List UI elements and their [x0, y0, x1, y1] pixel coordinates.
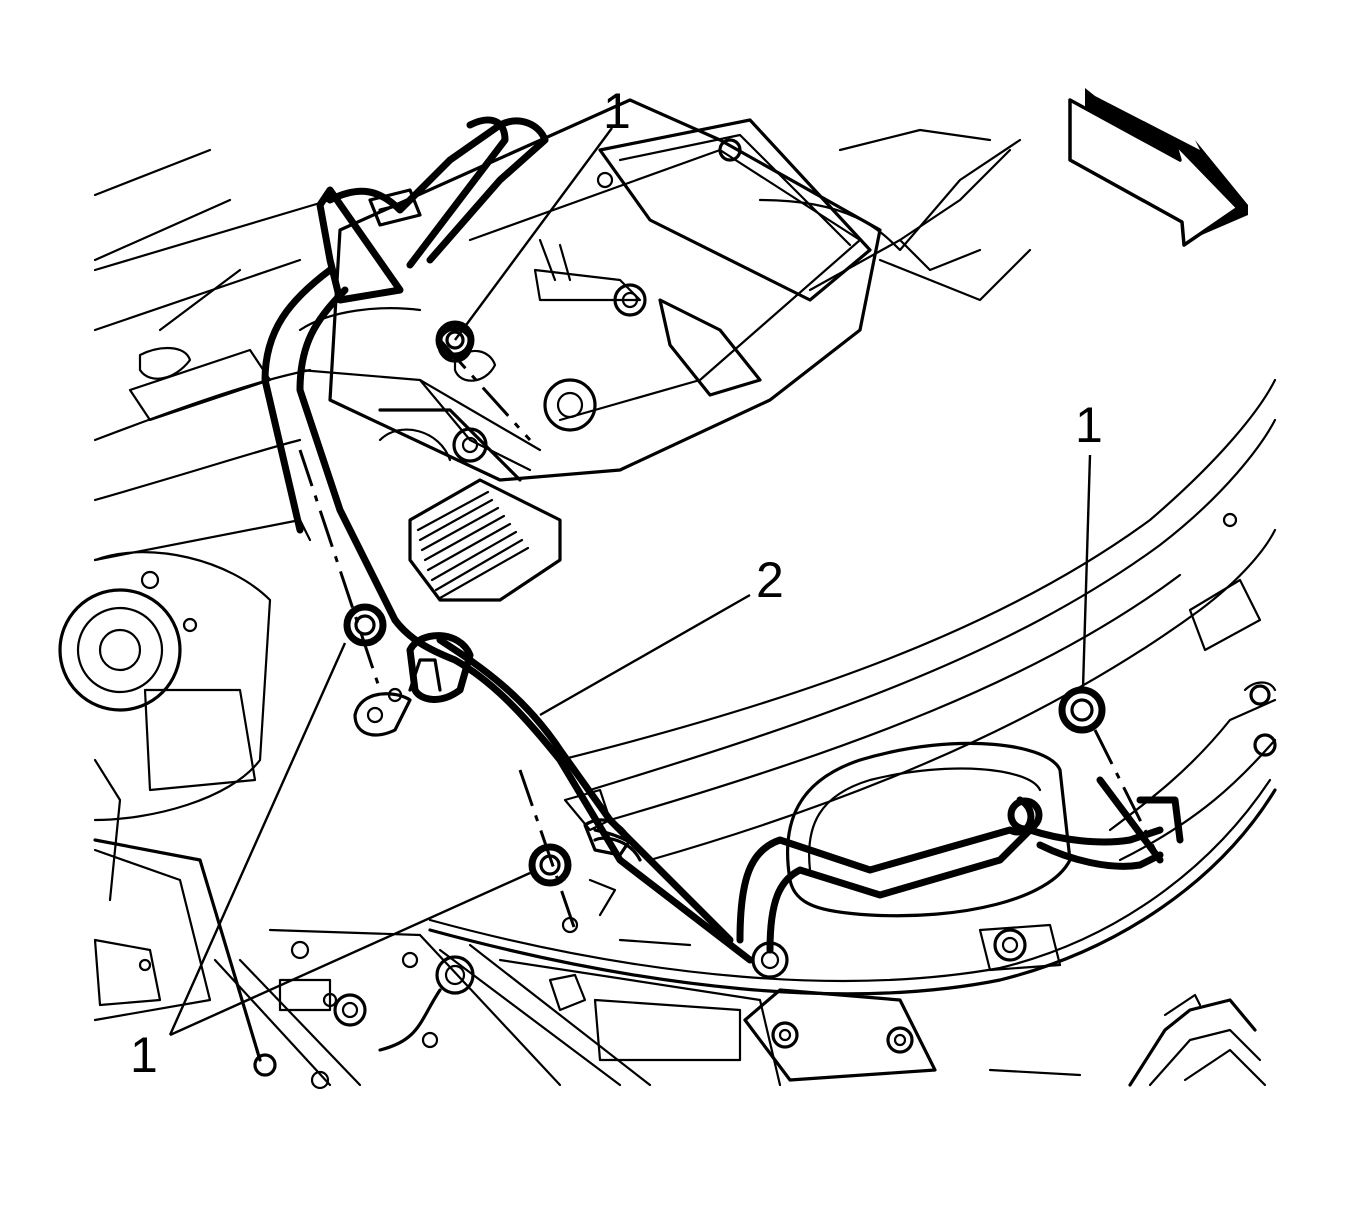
callout-2: 2: [756, 552, 784, 608]
direction-arrow-icon: [1068, 88, 1248, 247]
nut-icon: [343, 603, 387, 647]
callout-1-top: 1: [603, 83, 631, 139]
callout-1-bottom: 1: [130, 1027, 158, 1083]
nut-icon: [528, 843, 572, 887]
bolt-end: [561, 916, 579, 934]
vehicle-underbody: [58, 98, 1277, 1090]
nut-icon: [1058, 686, 1106, 734]
leader-lines: [168, 127, 1092, 1037]
bolt-end: [387, 687, 403, 703]
power-steering-line: [261, 116, 1184, 979]
fastener-centerlines: [298, 338, 1162, 931]
rack-boot-bellows: [416, 490, 530, 600]
callout-1-right: 1: [1075, 397, 1103, 453]
